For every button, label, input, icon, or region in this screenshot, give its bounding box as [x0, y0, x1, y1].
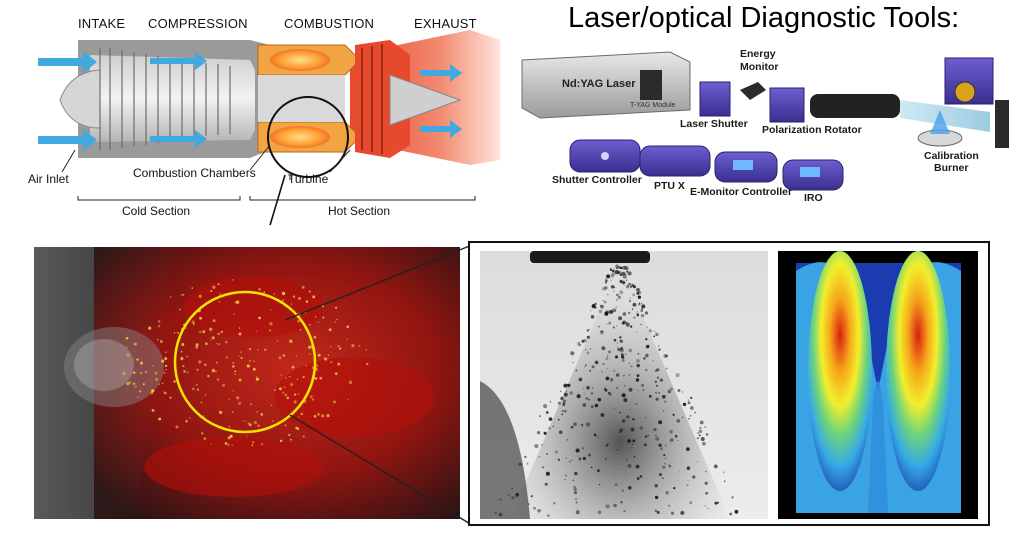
section-compression-label: COMPRESSION	[148, 16, 248, 31]
diagnostic-setup-illustration	[521, 51, 1009, 191]
combustor-highlight-circle	[267, 96, 349, 178]
energy-monitor-label-2: Monitor	[740, 61, 779, 73]
cold-section-label: Cold Section	[122, 204, 191, 218]
ptu-x-label: PTU X	[654, 180, 685, 192]
combustor-simulation-image	[34, 247, 460, 519]
spray-highlight-circle	[173, 290, 317, 434]
spray-photograph	[480, 251, 768, 519]
intensity-heatmap	[778, 251, 978, 519]
calibration-burner-label-1: Calibration	[924, 150, 979, 162]
shutter-controller-label: Shutter Controller	[552, 174, 642, 186]
diagnostics-title: Laser/optical Diagnostic Tools:	[568, 2, 960, 34]
combustion-chambers-label: Combustion Chambers	[133, 166, 256, 180]
energy-monitor-label-1: Energy	[740, 48, 776, 60]
section-intake-label: INTAKE	[78, 16, 126, 31]
tyag-module-label: T-YAG Module	[630, 102, 676, 109]
air-inlet-label: Air Inlet	[28, 172, 69, 186]
polarization-rotator-label: Polarization Rotator	[762, 124, 862, 136]
laser-label: Nd:YAG Laser	[562, 78, 636, 90]
calibration-burner-label-2: Burner	[934, 162, 969, 174]
jet-engine-diagram: INTAKE COMPRESSION COMBUSTION EXHAUST Ai…	[0, 0, 500, 246]
iro-label: IRO	[804, 192, 823, 204]
diagnostic-tools-panel: Laser/optical Diagnostic Tools:	[500, 0, 1024, 225]
measurement-frame	[468, 241, 990, 526]
turbine-label: Turbine	[288, 172, 329, 186]
e-monitor-controller-label: E-Monitor Controller	[690, 186, 793, 198]
laser-shutter-label: Laser Shutter	[680, 118, 748, 130]
section-exhaust-label: EXHAUST	[414, 16, 477, 31]
hot-section-label: Hot Section	[328, 204, 391, 218]
engine-cutaway	[38, 30, 500, 246]
section-combustion-label: COMBUSTION	[284, 16, 375, 31]
